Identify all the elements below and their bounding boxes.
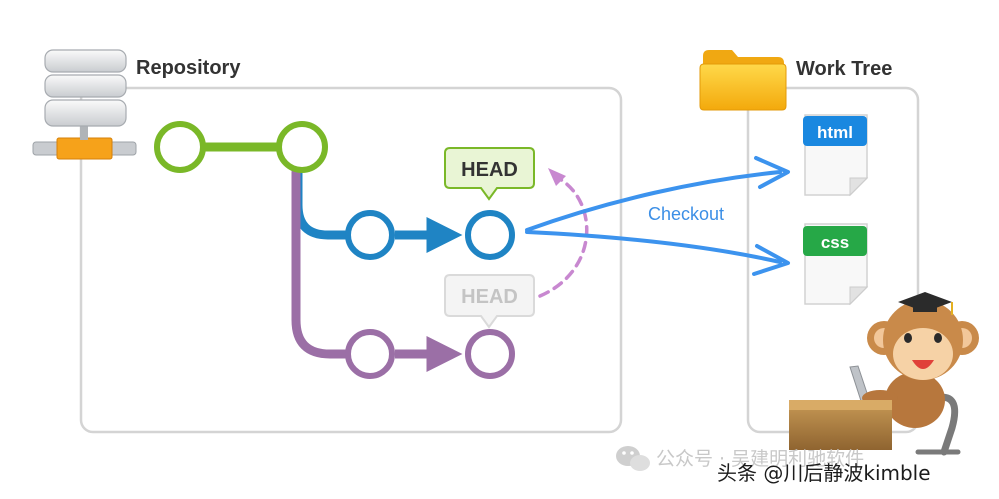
toutiao-watermark-text: 头条 @川后静波kimble (717, 461, 931, 485)
commit-blue-2 (465, 210, 515, 260)
commit-purple-1 (345, 329, 395, 379)
commit-master-1 (154, 121, 206, 173)
commit-purple-2 (465, 329, 515, 379)
commit-blue-1 (345, 210, 395, 260)
css-file-label: css (821, 233, 849, 252)
head-previous-label: HEAD (461, 286, 518, 308)
monkey-mascot-illustration (789, 292, 979, 456)
repository-panel (79, 86, 623, 434)
blue-branch-line (293, 165, 350, 240)
head-previous-tag: HEAD (444, 274, 535, 329)
html-file-label: html (817, 123, 853, 142)
wechat-watermark-text: 公众号 · 吴建明利驰软件 (656, 448, 864, 470)
head-current-tag: HEAD (444, 147, 535, 201)
wechat-icon (616, 446, 650, 471)
html-file-icon: html (803, 114, 869, 197)
commit-master-2 (276, 121, 328, 173)
head-current-label: HEAD (461, 159, 518, 181)
repository-server-icon (32, 49, 137, 160)
checkout-label: Checkout (648, 204, 724, 224)
checkout-arrows (525, 156, 790, 276)
folder-icon (699, 50, 787, 111)
css-file-icon: css (803, 223, 869, 306)
work-tree-label: Work Tree (796, 58, 892, 80)
purple-branch-line (291, 167, 350, 359)
watermark: 公众号 · 吴建明利驰软件 头条 @川后静波kimble (616, 446, 931, 485)
repository-label: Repository (136, 57, 241, 79)
